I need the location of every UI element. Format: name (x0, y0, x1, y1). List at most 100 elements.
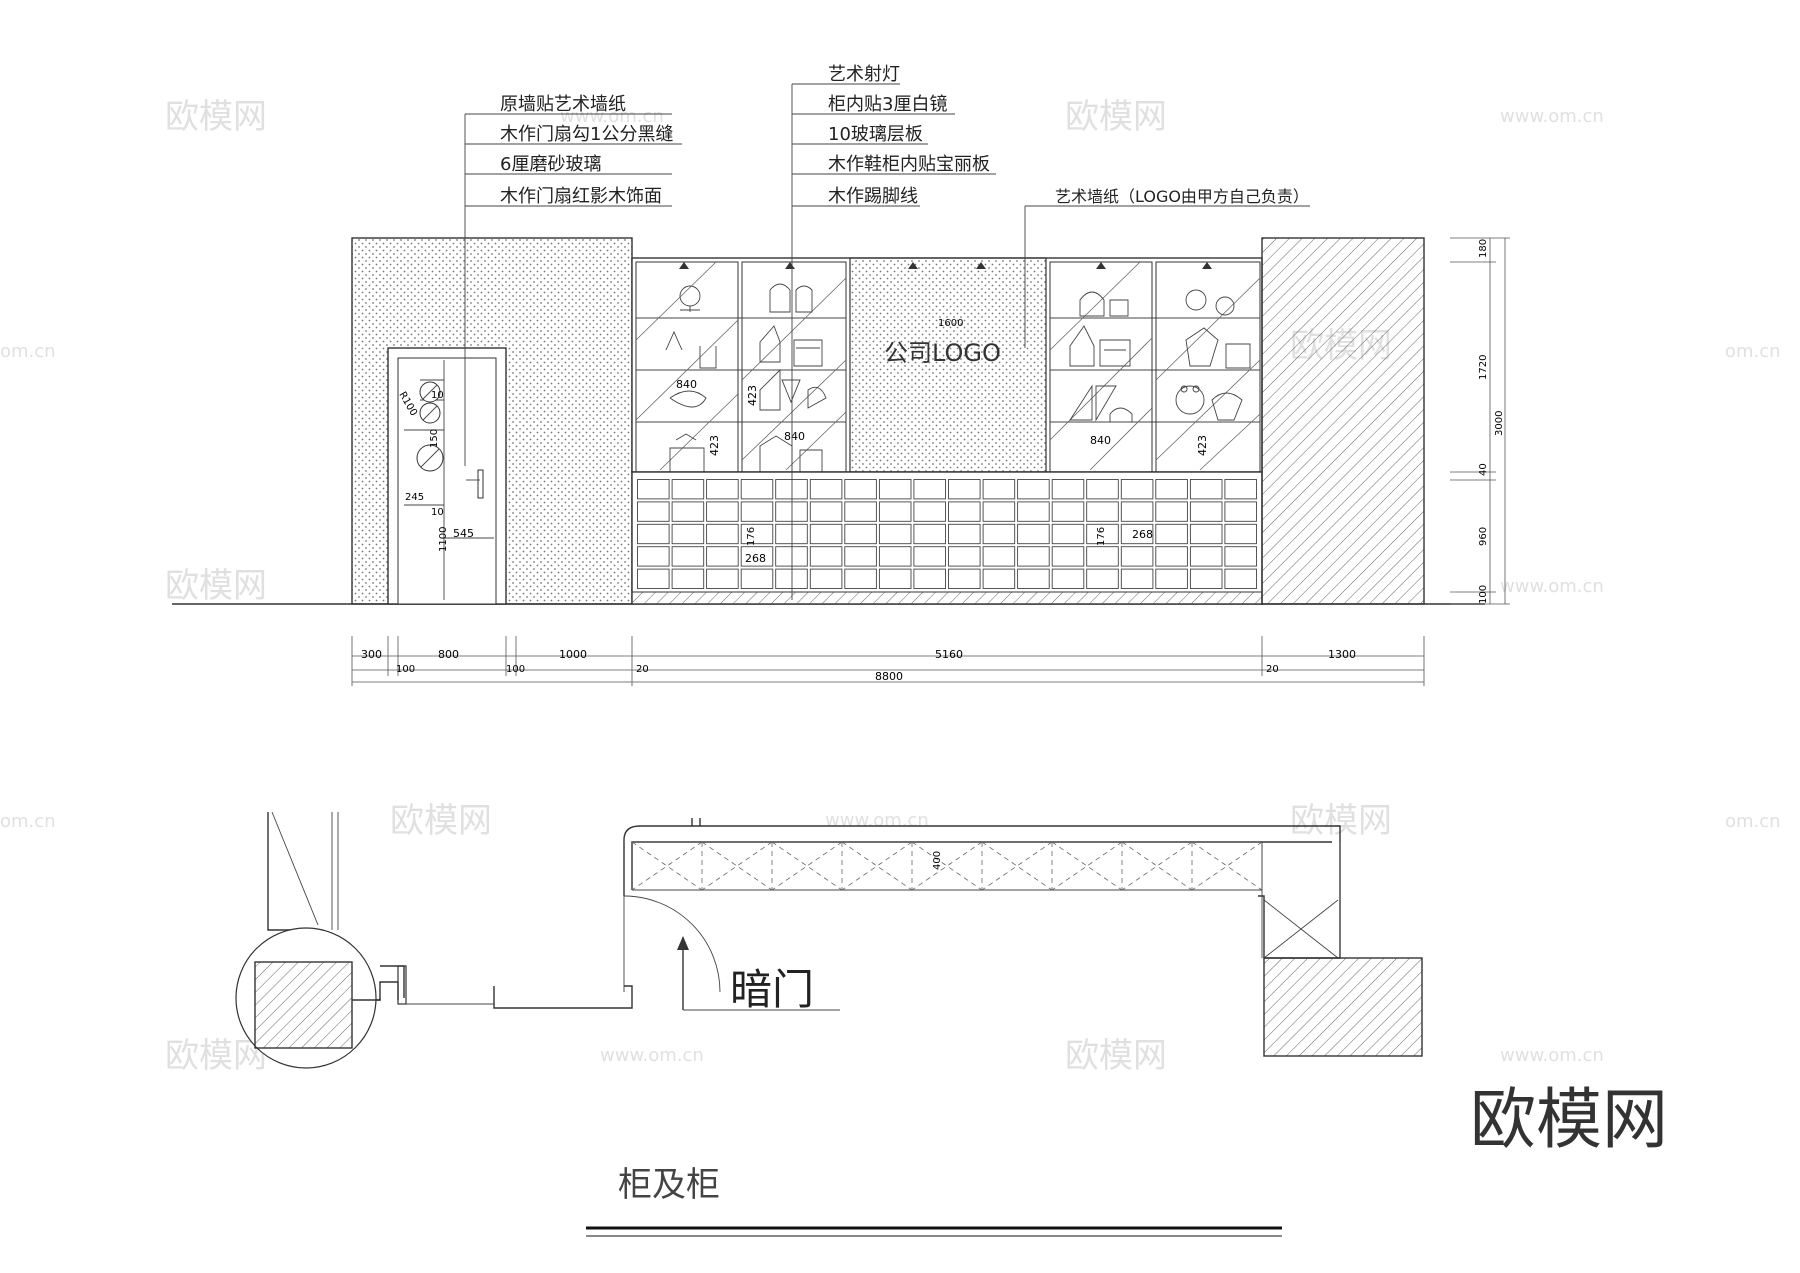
door-dim-b: 150 (429, 429, 440, 448)
shoe-cabinet-cell (775, 501, 808, 522)
watermark-url: www.om.cn (825, 810, 929, 831)
shoe-cabinet-cell (1224, 479, 1257, 500)
shoe-cabinet-cell (809, 501, 843, 522)
right-dimensions: 180 1720 40 960 100 3000 (1450, 237, 1510, 605)
right-column (1261, 237, 1425, 605)
watermark-brand: 欧模网 (165, 97, 267, 137)
label-center-3: 10玻璃层板 (828, 124, 923, 145)
shoe-cabinet-cell (1051, 568, 1085, 589)
right-dim-5: 100 (1478, 585, 1489, 604)
shoe-cabinet-cell (1155, 501, 1188, 522)
plan-dim-depth: 400 (932, 851, 943, 870)
bottom-dim-7: 100 (506, 664, 525, 675)
shoe-cabinet-cell (948, 546, 981, 567)
right-dim-total: 3000 (1494, 411, 1505, 436)
shoe-cabinet-cell (844, 479, 877, 500)
watermark-url: www.om.cn (1500, 1045, 1604, 1066)
dim-h2: 423 (746, 385, 759, 406)
watermark-url: www.om.cn (1500, 576, 1604, 597)
shoe-cabinet-cell (740, 479, 774, 500)
shoe-cabinet-cell (1051, 546, 1085, 567)
shoe-cabinet-cell (706, 546, 739, 567)
plan-cabinet-module (1051, 841, 1123, 891)
hidden-door-label: 暗门 (730, 965, 814, 1014)
door-dim-a: 10 (431, 390, 444, 401)
watermark-url: www.om.cn (1500, 106, 1604, 127)
watermark-url: om.cn (0, 341, 56, 362)
shoe-cabinet-cell (1155, 479, 1188, 500)
shoe-cabinet-cell (948, 523, 981, 545)
watermark-brand: 欧模网 (390, 801, 492, 841)
shoe-cabinet-cell (948, 501, 981, 522)
annotation-labels: 原墙贴艺术墙纸 木作门扇勾1公分黑缝 6厘磨砂玻璃 木作门扇红影木饰面 艺术射灯… (500, 64, 1309, 207)
label-center-1: 艺术射灯 (828, 64, 900, 85)
watermark-brand: 欧模网 (1290, 801, 1392, 841)
shoe-cabinet-cell (878, 523, 912, 545)
shoe-cabinet-cell (809, 546, 843, 567)
shoe-cabinet-cell (706, 479, 739, 500)
dim-cell-h1: 176 (746, 527, 757, 546)
shoe-cabinet-cell (671, 568, 705, 589)
shoe-cabinet-cell (1224, 546, 1257, 567)
dim-shelf-w2: 840 (784, 430, 805, 443)
plan-cabinet-module (631, 841, 703, 891)
door-dim-f: 545 (453, 527, 474, 540)
shoe-cabinet-cell (1120, 568, 1154, 589)
shoe-cabinet-cell (1086, 501, 1119, 522)
shoe-cabinet-cell (1189, 568, 1223, 589)
shoe-cabinet-cell (809, 479, 843, 500)
shoe-cabinet-cell (740, 546, 774, 567)
shoe-cabinet-cell (982, 479, 1016, 500)
hidden-door-elevation: R100 10 150 10 245 1100 545 (387, 347, 507, 605)
watermark-url: om.cn (0, 811, 56, 832)
shoe-cabinet-cell (809, 568, 843, 589)
dim-shelf-w1: 840 (676, 378, 697, 391)
shoe-cabinet-cell (1017, 479, 1050, 500)
shoe-cabinet-cell (1120, 523, 1154, 545)
shoe-cabinet-cell (1189, 523, 1223, 545)
shoe-cabinet-cell (1017, 523, 1050, 545)
shoe-cabinet-cell (740, 568, 774, 589)
company-logo-text: 公司LOGO (884, 339, 1001, 367)
bottom-dim-6: 100 (396, 664, 415, 675)
plan-cabinet-module (981, 841, 1053, 891)
shoe-cabinet-cell (1086, 479, 1119, 500)
shoe-cabinet-cell (913, 523, 946, 545)
shoe-cabinet-cell (706, 523, 739, 545)
shoe-cabinet-cell (878, 546, 912, 567)
shoe-cabinet-cell (1017, 546, 1050, 567)
label-center-2: 柜内贴3厘白镜 (828, 94, 947, 115)
label-center-4: 木作鞋柜内贴宝丽板 (828, 154, 990, 175)
shoe-cabinet-cell (878, 501, 912, 522)
shoe-cabinet-cell (844, 568, 877, 589)
watermark-brand: 欧模网 (165, 566, 267, 606)
shoe-cabinet-cell (637, 479, 670, 500)
shoe-cabinet-cell (1224, 568, 1257, 589)
shoe-cabinet-cell (878, 568, 912, 589)
shoe-cabinet-cell (1120, 501, 1154, 522)
shoe-cabinet-cell (775, 523, 808, 545)
shoe-cabinet-cell (948, 568, 981, 589)
shoe-cabinet-cell (1189, 479, 1223, 500)
leader-lines (464, 83, 1310, 600)
shoe-cabinet-cell (671, 479, 705, 500)
right-dim-3: 40 (1478, 463, 1489, 476)
floor-plan: 400 暗门 (235, 811, 1423, 1069)
plan-column-left (254, 961, 353, 1049)
label-left-1: 原墙贴艺术墙纸 (500, 94, 626, 115)
bottom-dim-8: 20 (636, 664, 649, 675)
shoe-cabinet-cell (775, 479, 808, 500)
shoe-cabinet-cell (1086, 568, 1119, 589)
door-dim-d: 245 (405, 492, 424, 503)
watermark-brand: 欧模网 (1065, 1036, 1167, 1076)
shoe-cabinet-cell (740, 501, 774, 522)
shoe-cabinet-cell (982, 546, 1016, 567)
shoe-cabinet-cell (637, 546, 670, 567)
dim-h3: 423 (1196, 435, 1209, 456)
shoe-cabinet-cell (878, 479, 912, 500)
shoe-cabinet-cell (1155, 523, 1188, 545)
bottom-dim-4: 5160 (935, 648, 963, 661)
shoe-cabinet-cell (948, 479, 981, 500)
drawing-title: 柜及柜 (618, 1165, 720, 1205)
